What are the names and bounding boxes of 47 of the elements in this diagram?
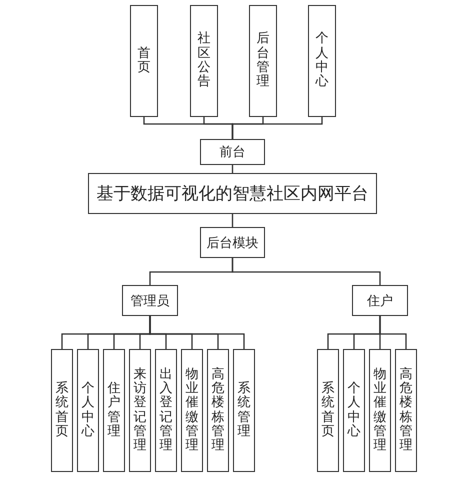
module-box xyxy=(395,349,417,472)
module-label: 出入登记管理 xyxy=(160,368,172,454)
module-box xyxy=(200,139,265,165)
module-label: 高危楼栋管理 xyxy=(400,368,412,454)
module-label: 后台模块 xyxy=(206,234,258,252)
module-box xyxy=(129,349,151,472)
module-box xyxy=(200,227,265,258)
module-label: 基于数据可视化的智慧社区内网平台 xyxy=(96,183,368,205)
connector-line xyxy=(232,117,323,139)
module-label: 系统首页 xyxy=(56,382,68,440)
module-box xyxy=(181,349,203,472)
connector-line xyxy=(232,214,234,227)
module-box xyxy=(233,349,255,472)
module-label: 高危楼栋管理 xyxy=(212,368,224,454)
module-box xyxy=(77,349,99,472)
module-box xyxy=(352,285,408,316)
module-box xyxy=(103,349,125,472)
module-box xyxy=(308,5,336,117)
module-label: 前台 xyxy=(220,144,246,161)
module-box xyxy=(122,285,178,316)
module-label: 住户 xyxy=(367,292,393,310)
module-label: 系统首页 xyxy=(322,382,334,440)
module-box xyxy=(369,349,391,472)
connector-line xyxy=(379,316,407,349)
module-box xyxy=(249,5,277,117)
module-box xyxy=(207,349,229,472)
module-box xyxy=(155,349,177,472)
module-label: 物业催缴管理 xyxy=(186,368,198,454)
module-label: 后台管理 xyxy=(256,32,270,90)
module-label: 首页 xyxy=(138,46,150,76)
module-label: 系统管理 xyxy=(238,382,250,440)
module-label: 个人中心 xyxy=(82,382,94,440)
connector-line xyxy=(232,258,381,285)
module-label: 来访登记管理 xyxy=(134,368,146,454)
module-label: 个人中心 xyxy=(316,32,328,90)
module-box xyxy=(190,5,218,117)
module-label: 个人中心 xyxy=(348,382,360,440)
module-box xyxy=(130,5,158,117)
module-label: 管理员 xyxy=(130,292,170,310)
module-box xyxy=(317,349,339,472)
module-label: 住户管理 xyxy=(108,382,120,440)
connector-line xyxy=(149,316,245,349)
module-box xyxy=(88,173,377,214)
module-box xyxy=(343,349,365,472)
module-box xyxy=(51,349,73,472)
module-label: 物业催缴管理 xyxy=(374,368,386,454)
module-label: 社区公告 xyxy=(198,32,210,90)
